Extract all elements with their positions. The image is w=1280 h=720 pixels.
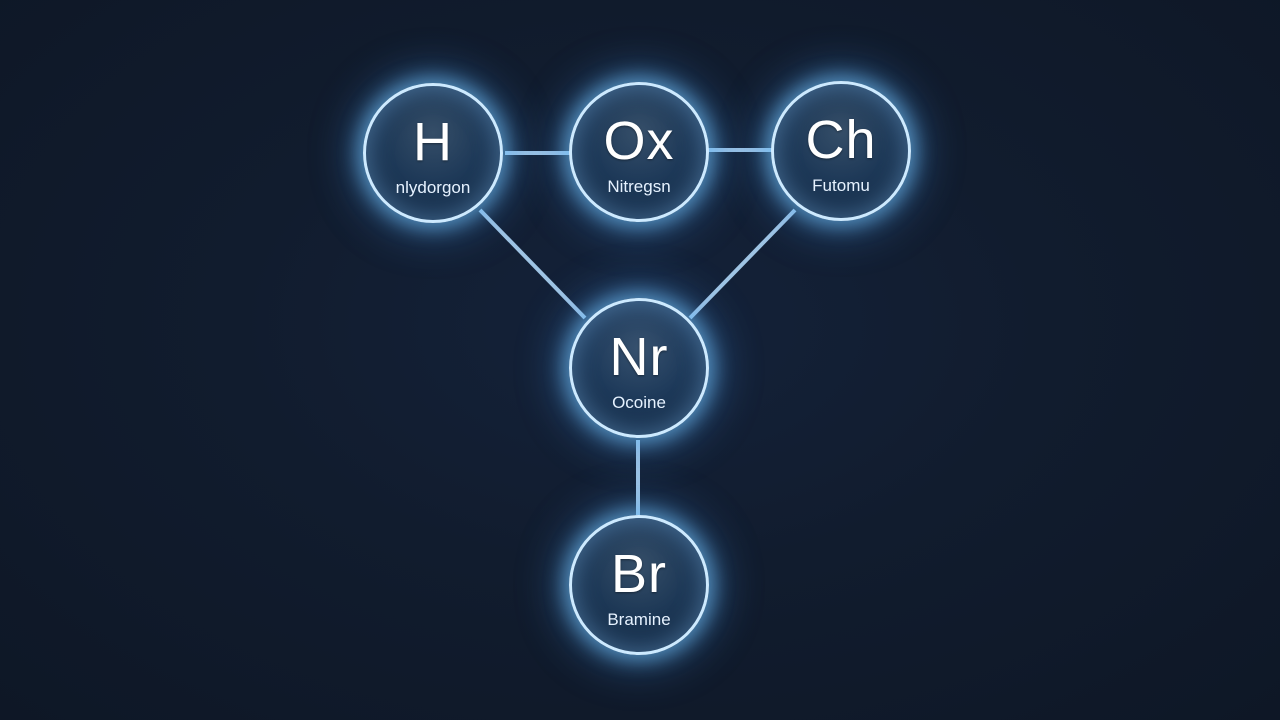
atom-node-nr: Nr Ocoine [569, 298, 709, 438]
atom-name: Ocoine [612, 393, 666, 412]
atom-node-ox: Ox Nitregsn [569, 82, 709, 222]
atom-node-br: Br Bramine [569, 515, 709, 655]
bond-h-nr [478, 208, 587, 320]
atom-name: Bramine [607, 610, 671, 629]
atom-symbol: H [413, 112, 453, 172]
atom-symbol: Br [611, 544, 667, 604]
atom-symbol: Ox [603, 111, 675, 171]
atom-name: nlydorgon [395, 178, 471, 197]
atom-node-ch: Ch Futomu [771, 81, 911, 221]
atom-symbol: Ch [805, 110, 877, 170]
atom-name: Nitregsn [607, 177, 671, 196]
atom-symbol: Nr [609, 327, 669, 387]
atom-node-h: H nlydorgon [363, 83, 503, 223]
bond-ch-nr [688, 208, 797, 320]
atom-name: Futomu [812, 176, 870, 195]
